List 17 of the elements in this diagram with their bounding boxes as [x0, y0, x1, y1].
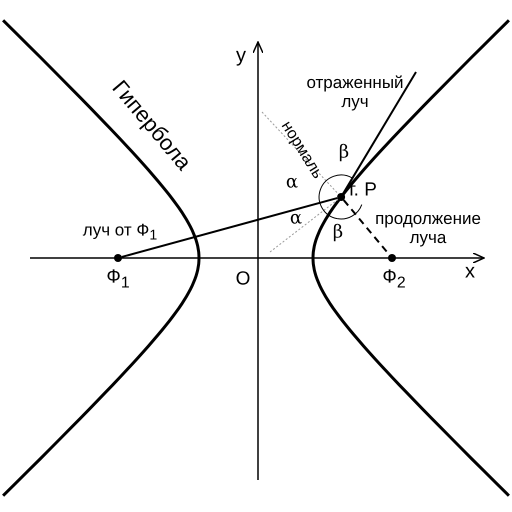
ray-line: [122, 197, 338, 258]
axis-label: y: [236, 46, 246, 66]
origin-label: O: [236, 270, 250, 288]
edge-label: луч от Ф$_{1}$: [82, 220, 158, 246]
angle-label: β: [338, 142, 350, 162]
angle-label: α: [290, 208, 302, 228]
point-label: Ф$_{1}$: [106, 268, 130, 292]
edge-label: отраженный луч: [305, 73, 405, 111]
angle-label: β: [332, 222, 344, 242]
angle-label: α: [286, 172, 298, 192]
point-label: Ф$_{2}$: [382, 268, 406, 292]
point-marker: [337, 193, 346, 201]
ray-line: [342, 71, 417, 194]
point-marker: [114, 254, 122, 262]
axis-label: x: [465, 262, 475, 282]
edge-label: продолжение луча: [374, 209, 482, 247]
point-marker: [388, 254, 396, 262]
